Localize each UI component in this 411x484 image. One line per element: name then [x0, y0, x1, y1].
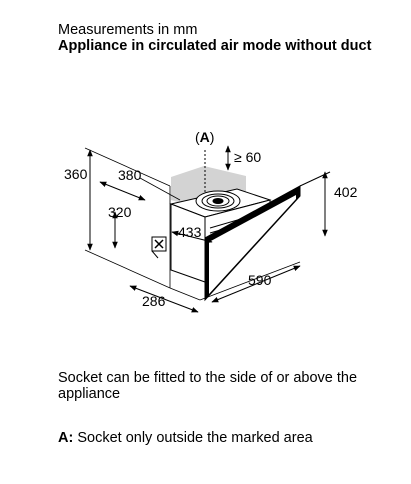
dim-fan-depth: 433 [178, 224, 202, 240]
fan-unit [195, 190, 241, 212]
area-label: (A) [195, 129, 214, 145]
socket-area-label: A: [58, 430, 74, 446]
dim-socket-height: 320 [108, 204, 132, 220]
dim-depth: 286 [142, 293, 166, 309]
dim-width: 590 [248, 272, 272, 288]
dim-min-clearance: ≥ 60 [234, 149, 261, 165]
subheading: Appliance in circulated air mode without… [58, 38, 372, 54]
dimension-lines [87, 145, 331, 313]
socket-placement-note: Socket can be fitted to the side of or a… [58, 370, 358, 402]
socket-area-note: A: Socket only outside the marked area [58, 430, 313, 446]
heading: Measurements in mm [58, 22, 198, 38]
socket-area-text: Socket only outside the marked area [77, 430, 313, 446]
socket-icon [151, 236, 167, 259]
dim-depth-mount: 380 [118, 167, 142, 183]
dim-hood-height: 402 [334, 184, 358, 200]
dim-height-total: 360 [64, 166, 88, 182]
